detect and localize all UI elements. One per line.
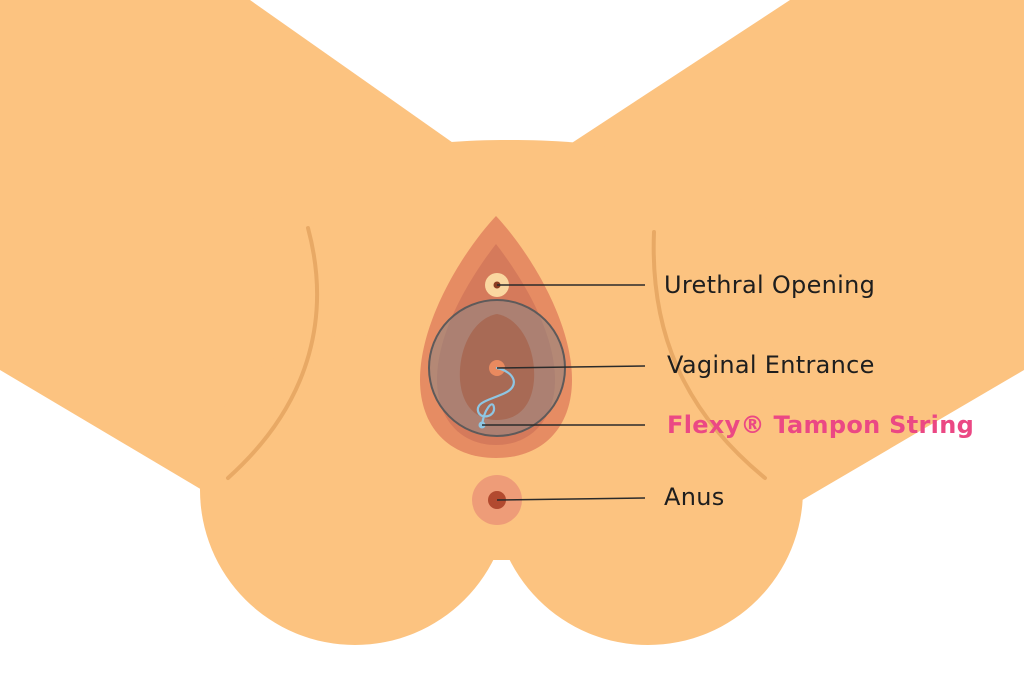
- label-vaginal-entrance: Vaginal Entrance: [667, 351, 875, 379]
- label-tampon-string: Flexy® Tampon String: [667, 411, 974, 439]
- right-crease: [651, 230, 767, 480]
- labels: Urethral Opening Vaginal Entrance Flexy®…: [664, 271, 974, 511]
- label-urethral-opening: Urethral Opening: [664, 271, 875, 299]
- leader-line-vaginal-entrance: [496, 365, 646, 369]
- left-crease: [226, 226, 320, 480]
- body-silhouette: [0, 0, 1024, 645]
- tampon-string: [476, 366, 515, 427]
- right-buttock: [493, 335, 803, 645]
- leader-line-anus: [496, 497, 646, 501]
- leader-lines: [482, 284, 646, 501]
- label-anus: Anus: [664, 483, 725, 511]
